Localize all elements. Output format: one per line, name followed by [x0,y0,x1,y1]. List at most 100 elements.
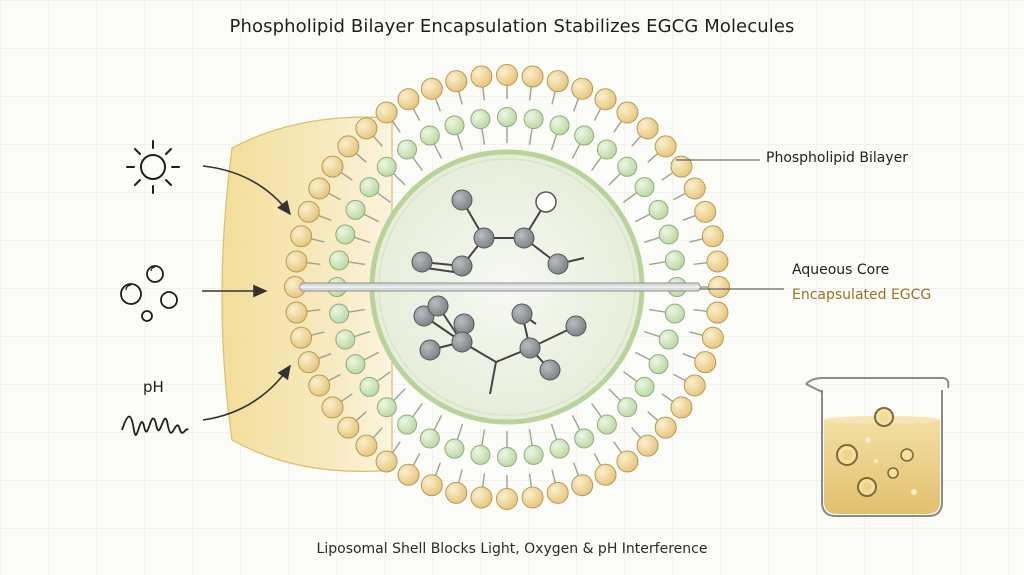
outer-lipid-head [297,351,320,374]
inner-lipid-head [617,397,638,418]
outer-lipid-head [654,416,677,439]
inner-lipid-head [397,139,418,160]
outer-lipid-head [636,117,659,140]
outer-lipid-head [694,200,717,223]
outer-lipid-head [636,434,659,457]
diagram-title: Phospholipid Bilayer Encapsulation Stabi… [229,16,795,37]
outer-lipid-head [397,88,420,111]
outer-lipid-head [706,250,729,273]
protective-shield [221,116,393,472]
inner-lipid-head [549,438,570,459]
inner-lipid-head [596,139,617,160]
light-arrow [202,165,291,216]
inner-lipid-head [658,329,679,350]
inner-lipid-head [359,376,380,397]
outer-lipid-head [470,486,493,509]
inner-lipid-head [470,109,491,130]
outer-lipid-head [420,77,443,100]
outer-lipid-head [308,374,331,397]
inner-lipid-head [664,303,685,324]
outer-lipid-head [420,474,443,497]
outer-lipid-head [397,463,420,486]
outer-lipid-head [701,225,724,248]
outer-lipid-head [375,450,398,473]
inner-lipid-head [444,115,465,136]
outer-lipid-head [355,117,378,140]
outer-lipid-head [708,276,730,298]
inner-lipid-head [359,177,380,198]
inner-lipid-head [664,250,685,271]
inner-lipid-head [335,329,356,350]
inner-lipid-head [376,156,397,177]
inner-lipid-head [329,250,350,271]
outer-lipid-head [706,301,729,324]
outer-lipid-head [355,434,378,457]
outer-lipid-head [670,155,693,178]
outer-lipid-head [445,70,468,93]
inner-lipid-head [574,125,595,146]
inner-lipid-head [658,224,679,245]
outer-lipid-head [285,250,308,273]
outer-lipid-head [571,77,594,100]
outer-lipid-head [683,374,706,397]
outer-lipid-head [285,301,308,324]
diagram-caption: Liposomal Shell Blocks Light, Oxygen & p… [316,541,708,557]
sun-icon [126,140,180,194]
outer-lipid-head [616,101,639,124]
outer-lipid-head [308,177,331,200]
inner-lipid-head [376,397,397,418]
inner-lipid-head [345,354,366,375]
egcg-atoms-upper [411,189,569,277]
inner-lipid-head [648,199,669,220]
label-aqueous-core: Aqueous Core [792,262,890,278]
outer-lipid-head [470,65,493,88]
outer-lipid-head [445,481,468,504]
outer-lipid-head [321,155,344,178]
inner-lipid-head [634,177,655,198]
outer-lipid-head [594,463,617,486]
egcg-atoms-lower [413,295,587,381]
inner-lipid-head [596,414,617,435]
outer-lipid-head [496,488,518,510]
outer-lipid-head [290,326,313,349]
inner-lipid-head [648,354,669,375]
outer-lipid-head [683,177,706,200]
outer-lipid-head [521,65,544,88]
outer-lipid-head [654,135,677,158]
inner-lipid-head [470,444,491,465]
inner-lipid-head [335,224,356,245]
beaker-icon [805,377,950,517]
outer-lipid-head [546,481,569,504]
inner-lipid-head [419,428,440,449]
outer-lipid-head [337,416,360,439]
label-encapsulated-egcg: Encapsulated EGCG [792,287,932,303]
inner-lipid-head [574,428,595,449]
ph-label: pH [143,378,164,396]
inner-lipid-head [523,109,544,130]
outer-lipid-head [594,88,617,111]
inner-lipid-head [345,199,366,220]
inner-lipid-head [497,447,517,467]
outer-lipid-head [496,64,518,86]
outer-lipid-heads [284,64,730,510]
ph-wave-icon [121,415,189,436]
inner-lipid-head [419,125,440,146]
inner-lipid-head [634,376,655,397]
label-phospholipid-bilayer: Phospholipid Bilayer [766,150,909,166]
outer-lipid-head [521,486,544,509]
outer-lipid-head [701,326,724,349]
outer-lipid-head [337,135,360,158]
inner-lipid-heads [327,107,687,467]
outer-lipid-head [571,474,594,497]
outer-lipid-head [694,351,717,374]
outer-lipid-head [670,396,693,419]
inner-lipid-head [617,156,638,177]
outer-lipid-head [375,101,398,124]
inner-lipid-head [444,438,465,459]
inner-lipid-head [523,444,544,465]
outer-lipid-head [616,450,639,473]
bubbles-icon [120,265,178,322]
inner-lipid-head [397,414,418,435]
outer-lipid-head [321,396,344,419]
